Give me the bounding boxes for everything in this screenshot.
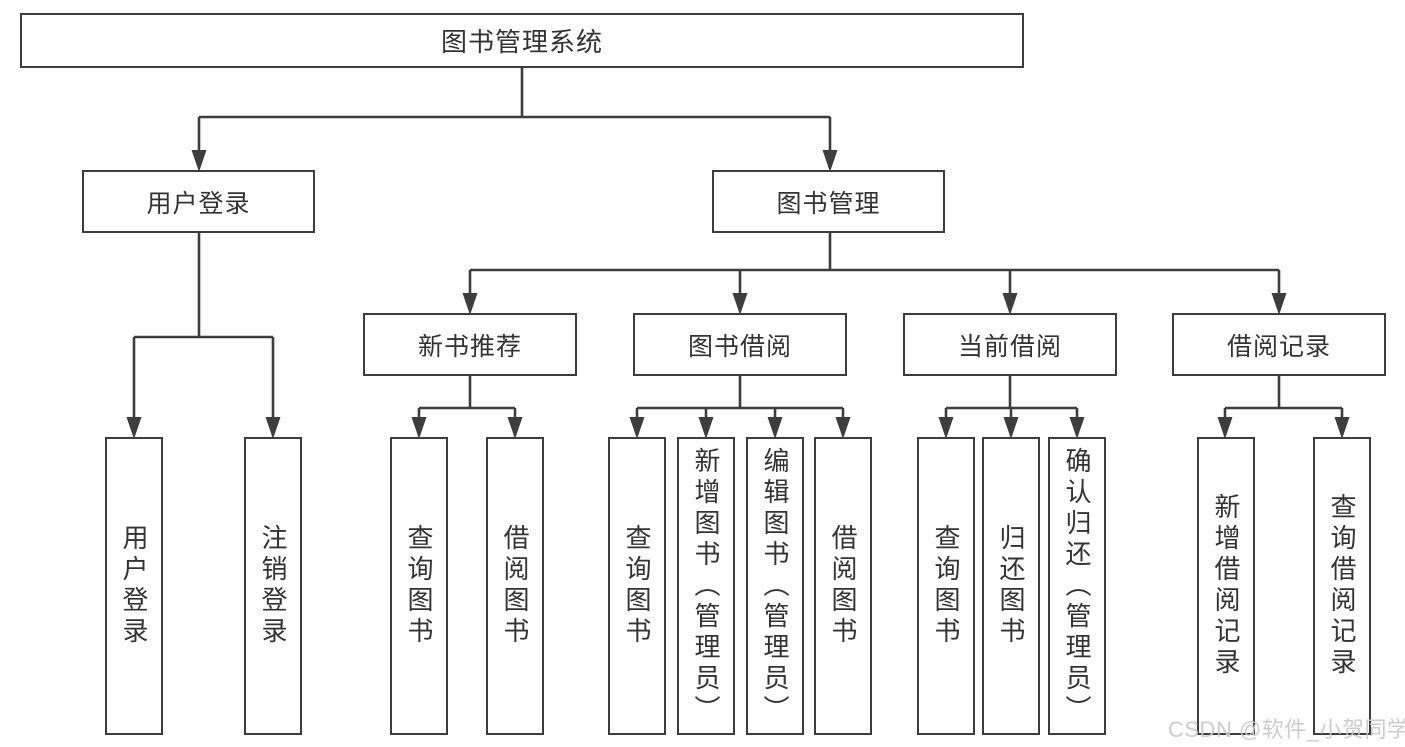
node-leaf-edit-book-admin-label: 编辑图书（管理员） [760, 446, 790, 726]
node-leaf-add-book-admin: 新增图书（管理员） [677, 437, 735, 735]
arrow-down-icon [629, 417, 645, 439]
arrow-down-icon [1069, 417, 1085, 439]
node-current-borrow-label: 当前借阅 [957, 332, 1062, 361]
connector-book-mgmt-children [468, 233, 1281, 311]
node-leaf-query-borrow-record: 查询借阅记录 [1313, 437, 1371, 735]
node-leaf-rec-query-book-label: 查询图书 [404, 524, 434, 648]
node-book-borrow: 图书借阅 [633, 313, 847, 376]
node-leaf-confirm-return-admin: 确认归还（管理员） [1048, 437, 1106, 735]
arrow-down-icon [835, 417, 851, 439]
arrow-down-icon [462, 293, 478, 315]
node-leaf-add-borrow-record: 新增借阅记录 [1197, 437, 1255, 735]
connector-book-borrow-children [635, 376, 845, 435]
node-new-book-recommend: 新书推荐 [363, 313, 577, 376]
arrow-down-icon [698, 417, 714, 439]
node-leaf-return-book: 归还图书 [982, 437, 1040, 735]
node-leaf-current-query-book: 查询图书 [917, 437, 975, 735]
arrow-down-icon [191, 150, 207, 172]
node-new-book-recommend-label: 新书推荐 [417, 332, 522, 361]
arrow-down-icon [767, 417, 783, 439]
node-leaf-borrow-query-book-label: 查询图书 [622, 524, 652, 648]
node-leaf-return-book-label: 归还图书 [996, 524, 1026, 648]
node-leaf-rec-borrow-book-label: 借阅图书 [500, 524, 530, 648]
node-leaf-current-query-book-label: 查询图书 [931, 524, 961, 648]
arrow-down-icon [732, 293, 748, 315]
arrow-down-icon [265, 417, 281, 439]
connector-root-to-level2 [197, 68, 832, 168]
arrow-down-icon [1003, 417, 1019, 439]
arrow-down-icon [126, 417, 142, 439]
node-borrow-records: 借阅记录 [1172, 313, 1386, 376]
arrow-down-icon [822, 150, 838, 172]
connector-borrow-records-children [1223, 376, 1344, 435]
connector-new-book-rec-children [417, 376, 517, 435]
node-leaf-logout-label: 注销登录 [258, 524, 288, 648]
node-user-login-label: 用户登录 [146, 189, 251, 218]
node-library-management-system-label: 图书管理系统 [440, 27, 603, 57]
node-book-borrow-label: 图书借阅 [687, 332, 792, 361]
arrow-down-icon [507, 417, 523, 439]
arrow-down-icon [1217, 417, 1233, 439]
node-leaf-add-borrow-record-label: 新增借阅记录 [1211, 493, 1241, 679]
node-leaf-user-login: 用户登录 [105, 437, 163, 735]
arrow-down-icon [938, 417, 954, 439]
node-leaf-rec-borrow-book: 借阅图书 [486, 437, 544, 735]
arrow-down-icon [1002, 293, 1018, 315]
node-leaf-confirm-return-admin-label: 确认归还（管理员） [1062, 446, 1092, 726]
node-book-management: 图书管理 [712, 170, 945, 233]
node-leaf-add-book-admin-label: 新增图书（管理员） [691, 446, 721, 726]
node-library-management-system: 图书管理系统 [20, 13, 1024, 68]
node-leaf-logout: 注销登录 [244, 437, 302, 735]
node-current-borrow: 当前借阅 [903, 313, 1117, 376]
node-user-login: 用户登录 [82, 170, 315, 233]
node-leaf-borrow-borrow-book-label: 借阅图书 [828, 524, 858, 648]
node-borrow-records-label: 借阅记录 [1226, 332, 1331, 361]
node-leaf-borrow-borrow-book: 借阅图书 [814, 437, 872, 735]
node-book-management-label: 图书管理 [776, 189, 881, 218]
arrow-down-icon [411, 417, 427, 439]
watermark: CSDN @软件_小贺同学 [1168, 717, 1405, 742]
node-leaf-edit-book-admin: 编辑图书（管理员） [746, 437, 804, 735]
node-leaf-query-borrow-record-label: 查询借阅记录 [1327, 493, 1357, 679]
arrow-down-icon [1334, 417, 1350, 439]
connector-user-login-children [132, 233, 275, 435]
node-leaf-rec-query-book: 查询图书 [390, 437, 448, 735]
arrow-down-icon [1271, 293, 1287, 315]
node-leaf-borrow-query-book: 查询图书 [608, 437, 666, 735]
node-leaf-user-login-label: 用户登录 [119, 524, 149, 648]
